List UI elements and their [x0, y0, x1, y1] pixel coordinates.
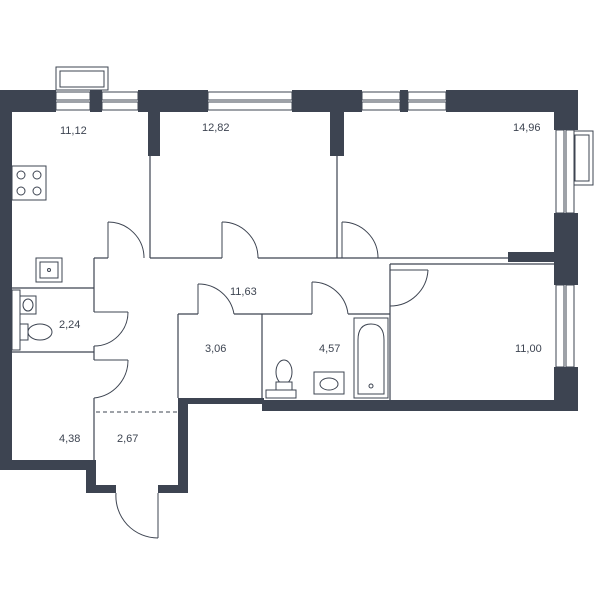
bathroom-toilet-icon — [275, 359, 293, 391]
room-area-storage: 3,06 — [205, 343, 226, 355]
interior-walls — [148, 110, 556, 262]
room-area-entrance: 2,67 — [117, 433, 138, 445]
right-windows — [555, 129, 575, 368]
bathroom-sink-icon — [313, 371, 345, 395]
room-area-kitchen: 11,12 — [60, 125, 87, 137]
room-area-bedroom-1: 12,82 — [202, 122, 230, 134]
room-area-wardrobe: 4,38 — [59, 433, 80, 445]
room-area-bedroom-3: 11,00 — [515, 343, 542, 355]
washing-machine-icon — [265, 389, 297, 399]
kitchen-stove-icon — [11, 165, 47, 201]
room-area-toilet: 2,24 — [59, 319, 80, 331]
partitions — [11, 156, 556, 462]
room-area-hall: 11,63 — [230, 286, 257, 298]
doors — [93, 221, 429, 539]
top-windows — [55, 90, 447, 112]
kitchen-sink-icon — [35, 257, 63, 283]
toilet-icon — [19, 323, 53, 341]
room-area-bedroom-2: 14,96 — [513, 122, 541, 134]
outer-walls — [0, 90, 578, 493]
room-area-bathroom: 4,57 — [319, 343, 340, 355]
bathtub-icon — [353, 317, 389, 399]
washbasin-icon — [19, 295, 37, 315]
